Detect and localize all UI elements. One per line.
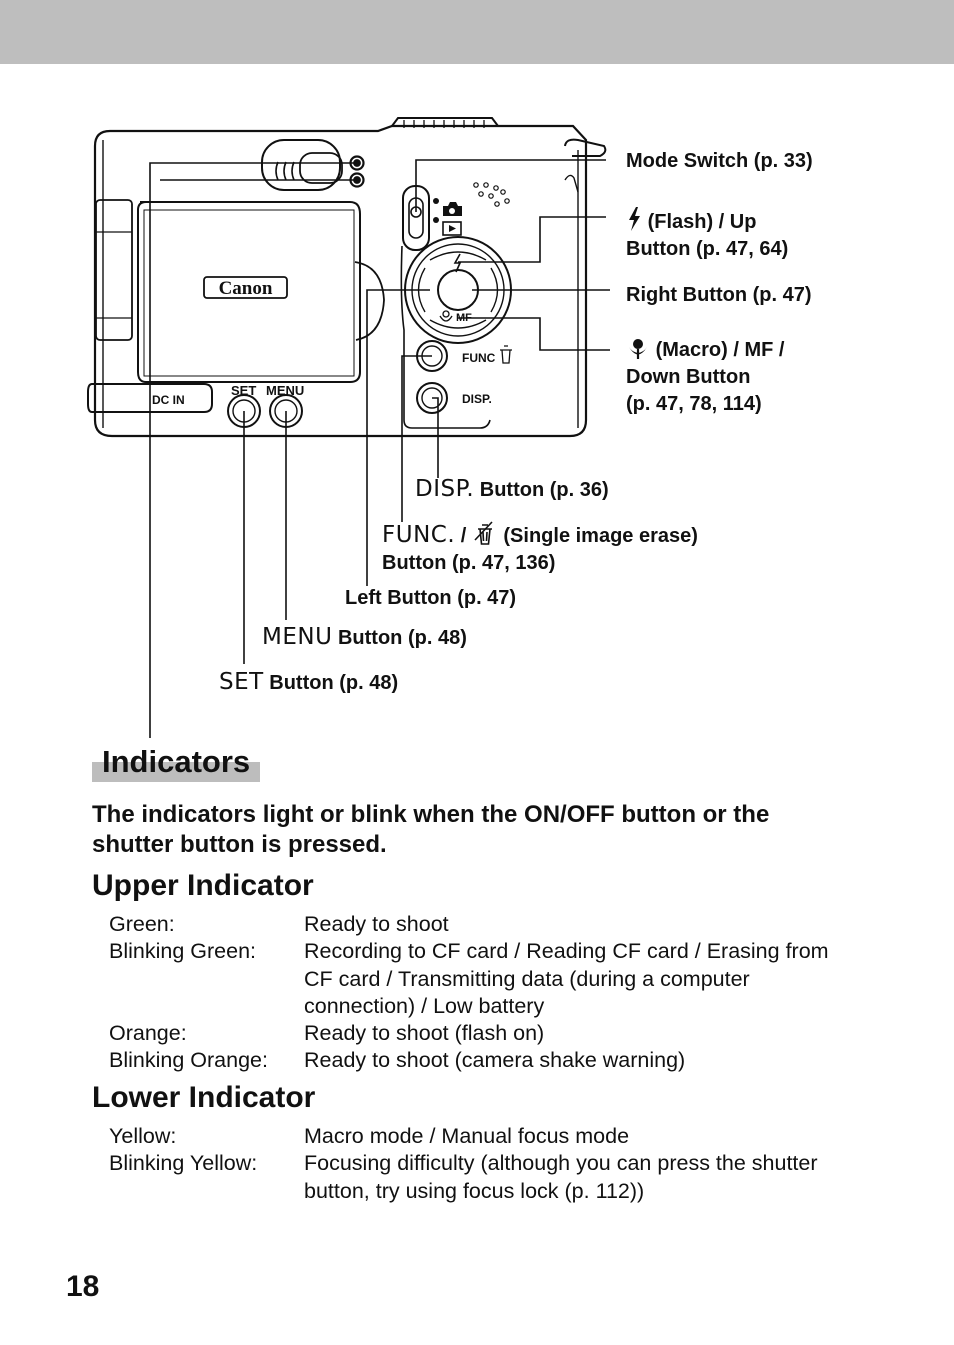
term: Green: bbox=[109, 912, 175, 936]
flash-up-line1: (Flash) / Up bbox=[647, 211, 757, 233]
description: Ready to shoot (flash on) bbox=[304, 1021, 545, 1046]
description: Focusing difficulty (although you can pr… bbox=[304, 1151, 818, 1203]
term: Blinking Orange: bbox=[109, 1048, 268, 1073]
description: Ready to shoot (camera shake warning) bbox=[304, 1048, 686, 1073]
table-row: Yellow: Macro mode / Manual focus mode bbox=[109, 1123, 849, 1150]
table-row: Blinking Yellow: Focusing difficulty (alt… bbox=[109, 1150, 849, 1205]
intro-text: The indicators light or blink when the O… bbox=[92, 801, 770, 858]
single-image-erase-icon bbox=[474, 521, 493, 545]
upper-indicator-title: Upper Indicator bbox=[92, 869, 314, 902]
callout-disp-button: DISP. Button (p. 36) bbox=[415, 476, 609, 504]
disp-label: DISP. bbox=[462, 392, 492, 406]
flash-icon bbox=[629, 207, 640, 231]
disp-text: Button (p. 36) bbox=[479, 479, 609, 501]
description: Recording to CF card / Reading CF card /… bbox=[304, 939, 829, 1018]
table-row: Blinking Green: Recording to CF card / Re… bbox=[109, 938, 849, 1020]
page-number: 18 bbox=[66, 1270, 100, 1303]
callout-menu-button: MENU Button (p. 48) bbox=[262, 624, 467, 652]
func-line2: Button (p. 47, 136) bbox=[382, 552, 556, 574]
macro-line3: (p. 47, 78, 114) bbox=[626, 393, 762, 415]
menu-symbol: MENU bbox=[262, 624, 333, 650]
table-row: Orange: Ready to shoot (flash on) bbox=[109, 1020, 849, 1047]
callout-set-button: SET Button (p. 48) bbox=[219, 669, 398, 697]
callout-macro: (Macro) / MF / Down Button (p. 47, 78, 1… bbox=[626, 336, 784, 418]
func-slash: / bbox=[460, 525, 467, 547]
set-text: Button (p. 48) bbox=[269, 672, 399, 694]
callout-func-button: FUNC. / (Single image erase) Button (p. … bbox=[382, 520, 698, 577]
term: Yellow: bbox=[109, 1124, 177, 1148]
callout-flash-up: (Flash) / Up Button (p. 47, 64) bbox=[626, 206, 788, 263]
disp-symbol: DISP. bbox=[415, 476, 475, 502]
func-text: (Single image erase) bbox=[503, 525, 698, 547]
description: Ready to shoot bbox=[304, 912, 449, 936]
canon-logo: Canon bbox=[219, 278, 273, 299]
camera-body bbox=[93, 124, 588, 438]
set-label: SET bbox=[231, 383, 256, 398]
description: Macro mode / Manual focus mode bbox=[304, 1124, 630, 1148]
callout-mode-switch: Mode Switch (p. 33) bbox=[626, 150, 813, 172]
set-symbol: SET bbox=[219, 669, 264, 695]
lower-indicator-table: Yellow: Macro mode / Manual focus mode Bl… bbox=[109, 1123, 849, 1205]
lower-indicator-title: Lower Indicator bbox=[92, 1081, 316, 1114]
callout-right-button: Right Button (p. 47) bbox=[626, 284, 812, 306]
menu-text: Button (p. 48) bbox=[337, 627, 467, 649]
leader-lines bbox=[149, 159, 610, 738]
macro-line2: Down Button bbox=[626, 366, 751, 388]
upper-indicator-table: Green: Ready to shoot Blinking Green: Reco… bbox=[109, 911, 849, 1075]
func-label: FUNC bbox=[462, 351, 496, 365]
section-title: Indicators bbox=[92, 742, 261, 782]
macro-line1: (Macro) / MF / bbox=[655, 339, 785, 361]
menu-label: MENU bbox=[266, 383, 304, 398]
camera-back-diagram: Canon DC IN SET MENU FUNC DISP. MF bbox=[87, 117, 610, 738]
table-row: Blinking Orange: Ready to shoot (camera s… bbox=[109, 1047, 849, 1074]
header-band bbox=[0, 0, 954, 64]
flash-up-line2: Button (p. 47, 64) bbox=[626, 238, 789, 260]
macro-icon-small bbox=[439, 310, 453, 322]
dc-in-label: DC IN bbox=[152, 393, 185, 407]
macro-icon bbox=[629, 339, 647, 359]
section-title-text: Indicators bbox=[102, 744, 251, 779]
func-symbol: FUNC. bbox=[382, 522, 456, 548]
term: Blinking Yellow: bbox=[109, 1151, 258, 1176]
term: Blinking Green: bbox=[109, 939, 256, 964]
table-row: Green: Ready to shoot bbox=[109, 911, 849, 938]
callout-left-button: Left Button (p. 47) bbox=[345, 587, 517, 609]
term: Orange: bbox=[109, 1021, 187, 1046]
